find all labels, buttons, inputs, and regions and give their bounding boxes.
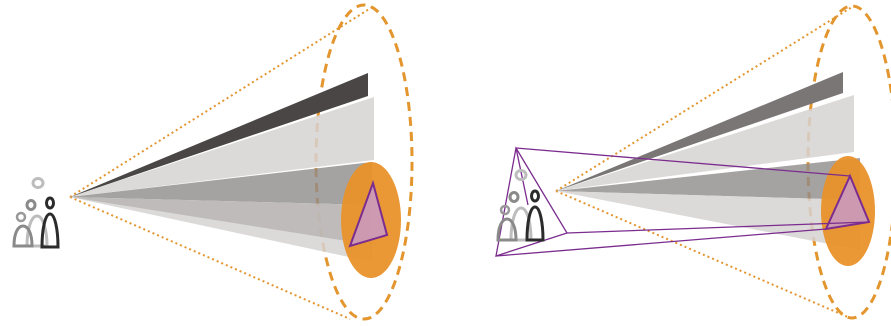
viewer-head-dark-icon	[47, 198, 54, 208]
viewer-head-light-icon	[516, 171, 526, 180]
shading-rays	[70, 73, 374, 262]
frustum-line-bottom	[496, 229, 826, 256]
viewer-head-dark-icon	[532, 191, 539, 201]
viewer-body-dark-icon	[527, 207, 543, 240]
shading-rays	[556, 72, 860, 250]
viewer-head-mid-icon	[27, 201, 35, 210]
left-panel	[14, 5, 412, 319]
viewer-head-small-icon	[17, 213, 25, 221]
ray-light-lower	[556, 191, 860, 250]
viewer-body-mid-icon	[14, 226, 32, 246]
viewer-group-icon	[14, 179, 58, 248]
viewer-body-dark-icon	[42, 214, 58, 247]
viewer-head-mid-icon	[510, 193, 518, 202]
right-panel	[496, 6, 891, 318]
viewer-head-light-icon	[33, 179, 43, 188]
